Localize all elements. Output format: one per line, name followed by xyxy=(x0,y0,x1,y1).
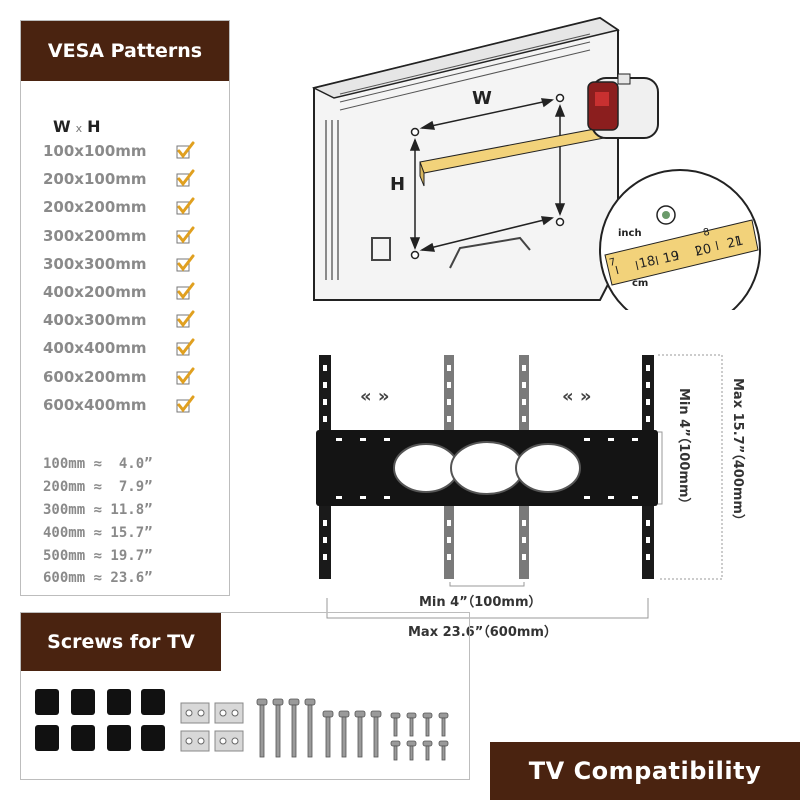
vesa-pattern-text: 300x300mm xyxy=(43,254,147,273)
ruler-num-19: 19 xyxy=(662,249,681,267)
vesa-pattern-item: 400x200mm xyxy=(43,278,195,306)
max-vertical-label: Max 15.7”（400mm） xyxy=(730,378,746,527)
pattern-list: 100x100mm 200x100mm 200x200mm 300x200mm 300x… xyxy=(43,137,195,419)
checkmark-icon xyxy=(176,395,195,413)
conversion-item: 400mm ≈ 15.7” xyxy=(43,524,153,541)
ruler-num-20: 20 xyxy=(694,242,713,260)
tv-compatibility-banner: TV Compatibility xyxy=(490,742,800,800)
w-label: W xyxy=(53,117,71,136)
screws-panel: Screws for TV xyxy=(20,612,470,780)
checkmark-icon xyxy=(176,169,195,187)
conversion-list: 100mm ≈ 4.0” 200mm ≈ 7.9” 300mm ≈ 11.8” 400… xyxy=(43,453,153,590)
ruler-magnifier: inch cm 18 19 20 21 7 8 xyxy=(599,169,761,310)
checkmark-icon xyxy=(176,367,195,385)
checkmark-icon xyxy=(176,197,195,215)
inch-label: inch xyxy=(618,228,642,239)
ruler-small-8: 8 xyxy=(702,227,711,239)
ruler-num-18: 18 xyxy=(638,254,657,272)
conversion-item: 200mm ≈ 7.9” xyxy=(43,479,153,496)
vesa-pattern-item: 300x200mm xyxy=(43,222,195,250)
min-horizontal-label: Min 4”（100mm） xyxy=(419,594,542,610)
vesa-pattern-item: 600x200mm xyxy=(43,363,195,391)
long-screw-icons xyxy=(256,698,382,758)
checkmark-icon xyxy=(176,254,195,272)
washer-icons xyxy=(180,702,244,752)
ruler-small-7: 7 xyxy=(608,257,617,269)
screws-illustration xyxy=(35,689,449,761)
screws-title: Screws for TV xyxy=(21,613,221,671)
conversion-item: 500mm ≈ 19.7” xyxy=(43,547,153,564)
vesa-pattern-item: 600x400mm xyxy=(43,391,195,419)
tv-w-label: W xyxy=(472,88,492,109)
vesa-pattern-text: 400x300mm xyxy=(43,311,147,330)
vesa-pattern-item: 300x300mm xyxy=(43,250,195,278)
arrows-right: « » xyxy=(562,386,592,407)
vesa-pattern-item: 100x100mm xyxy=(43,137,195,165)
cm-label: cm xyxy=(632,278,648,289)
short-screw-icons xyxy=(390,712,449,761)
arrows-left: « » xyxy=(360,386,390,407)
conversion-item: 600mm ≈ 23.6” xyxy=(43,570,153,587)
vesa-pattern-text: 100x100mm xyxy=(43,142,147,161)
vesa-pattern-item: 200x200mm xyxy=(43,193,195,221)
vesa-pattern-text: 400x400mm xyxy=(43,339,147,358)
checkmark-icon xyxy=(176,338,195,356)
x-label: x xyxy=(75,122,83,135)
vesa-patterns-title: VESA Patterns xyxy=(21,21,229,81)
conversion-item: 300mm ≈ 11.8” xyxy=(43,501,153,518)
spacer-icons xyxy=(35,689,165,751)
conversion-item: 100mm ≈ 4.0” xyxy=(43,456,153,473)
vesa-pattern-text: 300x200mm xyxy=(43,226,147,245)
tape-measure-icon xyxy=(587,73,659,139)
tv-h-label: H xyxy=(390,174,405,195)
vesa-pattern-text: 200x100mm xyxy=(43,170,147,189)
vesa-pattern-text: 200x200mm xyxy=(43,198,147,217)
checkmark-icon xyxy=(176,310,195,328)
h-label: H xyxy=(87,117,101,136)
vesa-pattern-text: 600x400mm xyxy=(43,395,147,414)
ruler-num-21: 21 xyxy=(726,234,745,252)
vesa-pattern-text: 400x200mm xyxy=(43,283,147,302)
max-horizontal-label: Max 23.6”（600mm） xyxy=(408,624,557,640)
vesa-pattern-item: 200x100mm xyxy=(43,165,195,193)
vesa-pattern-item: 400x400mm xyxy=(43,334,195,362)
bracket-diagram: « » « » Min 4”（100mm） Max 23.6”（600mm） M… xyxy=(316,354,746,640)
min-vertical-label: Min 4”（100mm） xyxy=(676,388,692,511)
checkmark-icon xyxy=(176,141,195,159)
wall-plate xyxy=(316,430,658,506)
vesa-pattern-text: 600x200mm xyxy=(43,367,147,386)
vesa-pattern-item: 400x300mm xyxy=(43,306,195,334)
tv-back-diagram: W H inch cm 18 19 20 21 xyxy=(311,16,761,310)
checkmark-icon xyxy=(176,226,195,244)
checkmark-icon xyxy=(176,282,195,300)
